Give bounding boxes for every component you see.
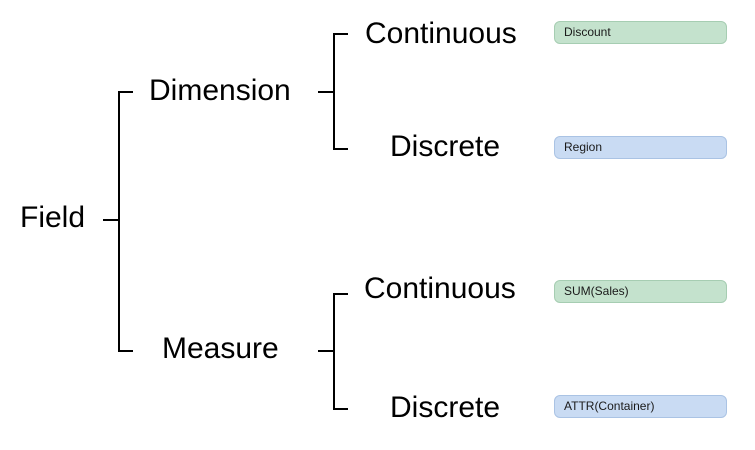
leaf-node-measure-continuous: Continuous: [364, 272, 516, 305]
root-connector: [103, 219, 119, 221]
field-pill-region[interactable]: Region: [554, 136, 727, 159]
dimension-branch-tick: [118, 91, 133, 93]
branch-node-dimension: Dimension: [149, 74, 291, 107]
leaf-node-dimension-discrete: Discrete: [390, 130, 501, 163]
measure-branch-tick: [118, 350, 133, 352]
field-pill-discount[interactable]: Discount: [554, 21, 727, 44]
leaf-node-measure-discrete: Discrete: [390, 391, 501, 424]
measure-connector: [318, 350, 334, 352]
leaf-node-dimension-continuous: Continuous: [365, 17, 517, 50]
measure-discrete-tick: [333, 408, 348, 410]
dimension-continuous-tick: [333, 33, 348, 35]
branch-node-measure: Measure: [162, 332, 279, 365]
measure-bracket-vertical: [333, 293, 335, 410]
root-node-field: Field: [20, 201, 86, 234]
dimension-discrete-tick: [333, 148, 348, 150]
field-pill-sum-sales[interactable]: SUM(Sales): [554, 280, 727, 303]
measure-continuous-tick: [333, 293, 348, 295]
dimension-connector: [318, 91, 334, 93]
root-bracket-vertical: [118, 91, 120, 352]
field-pill-attr-container[interactable]: ATTR(Container): [554, 395, 727, 418]
dimension-bracket-vertical: [333, 33, 335, 150]
